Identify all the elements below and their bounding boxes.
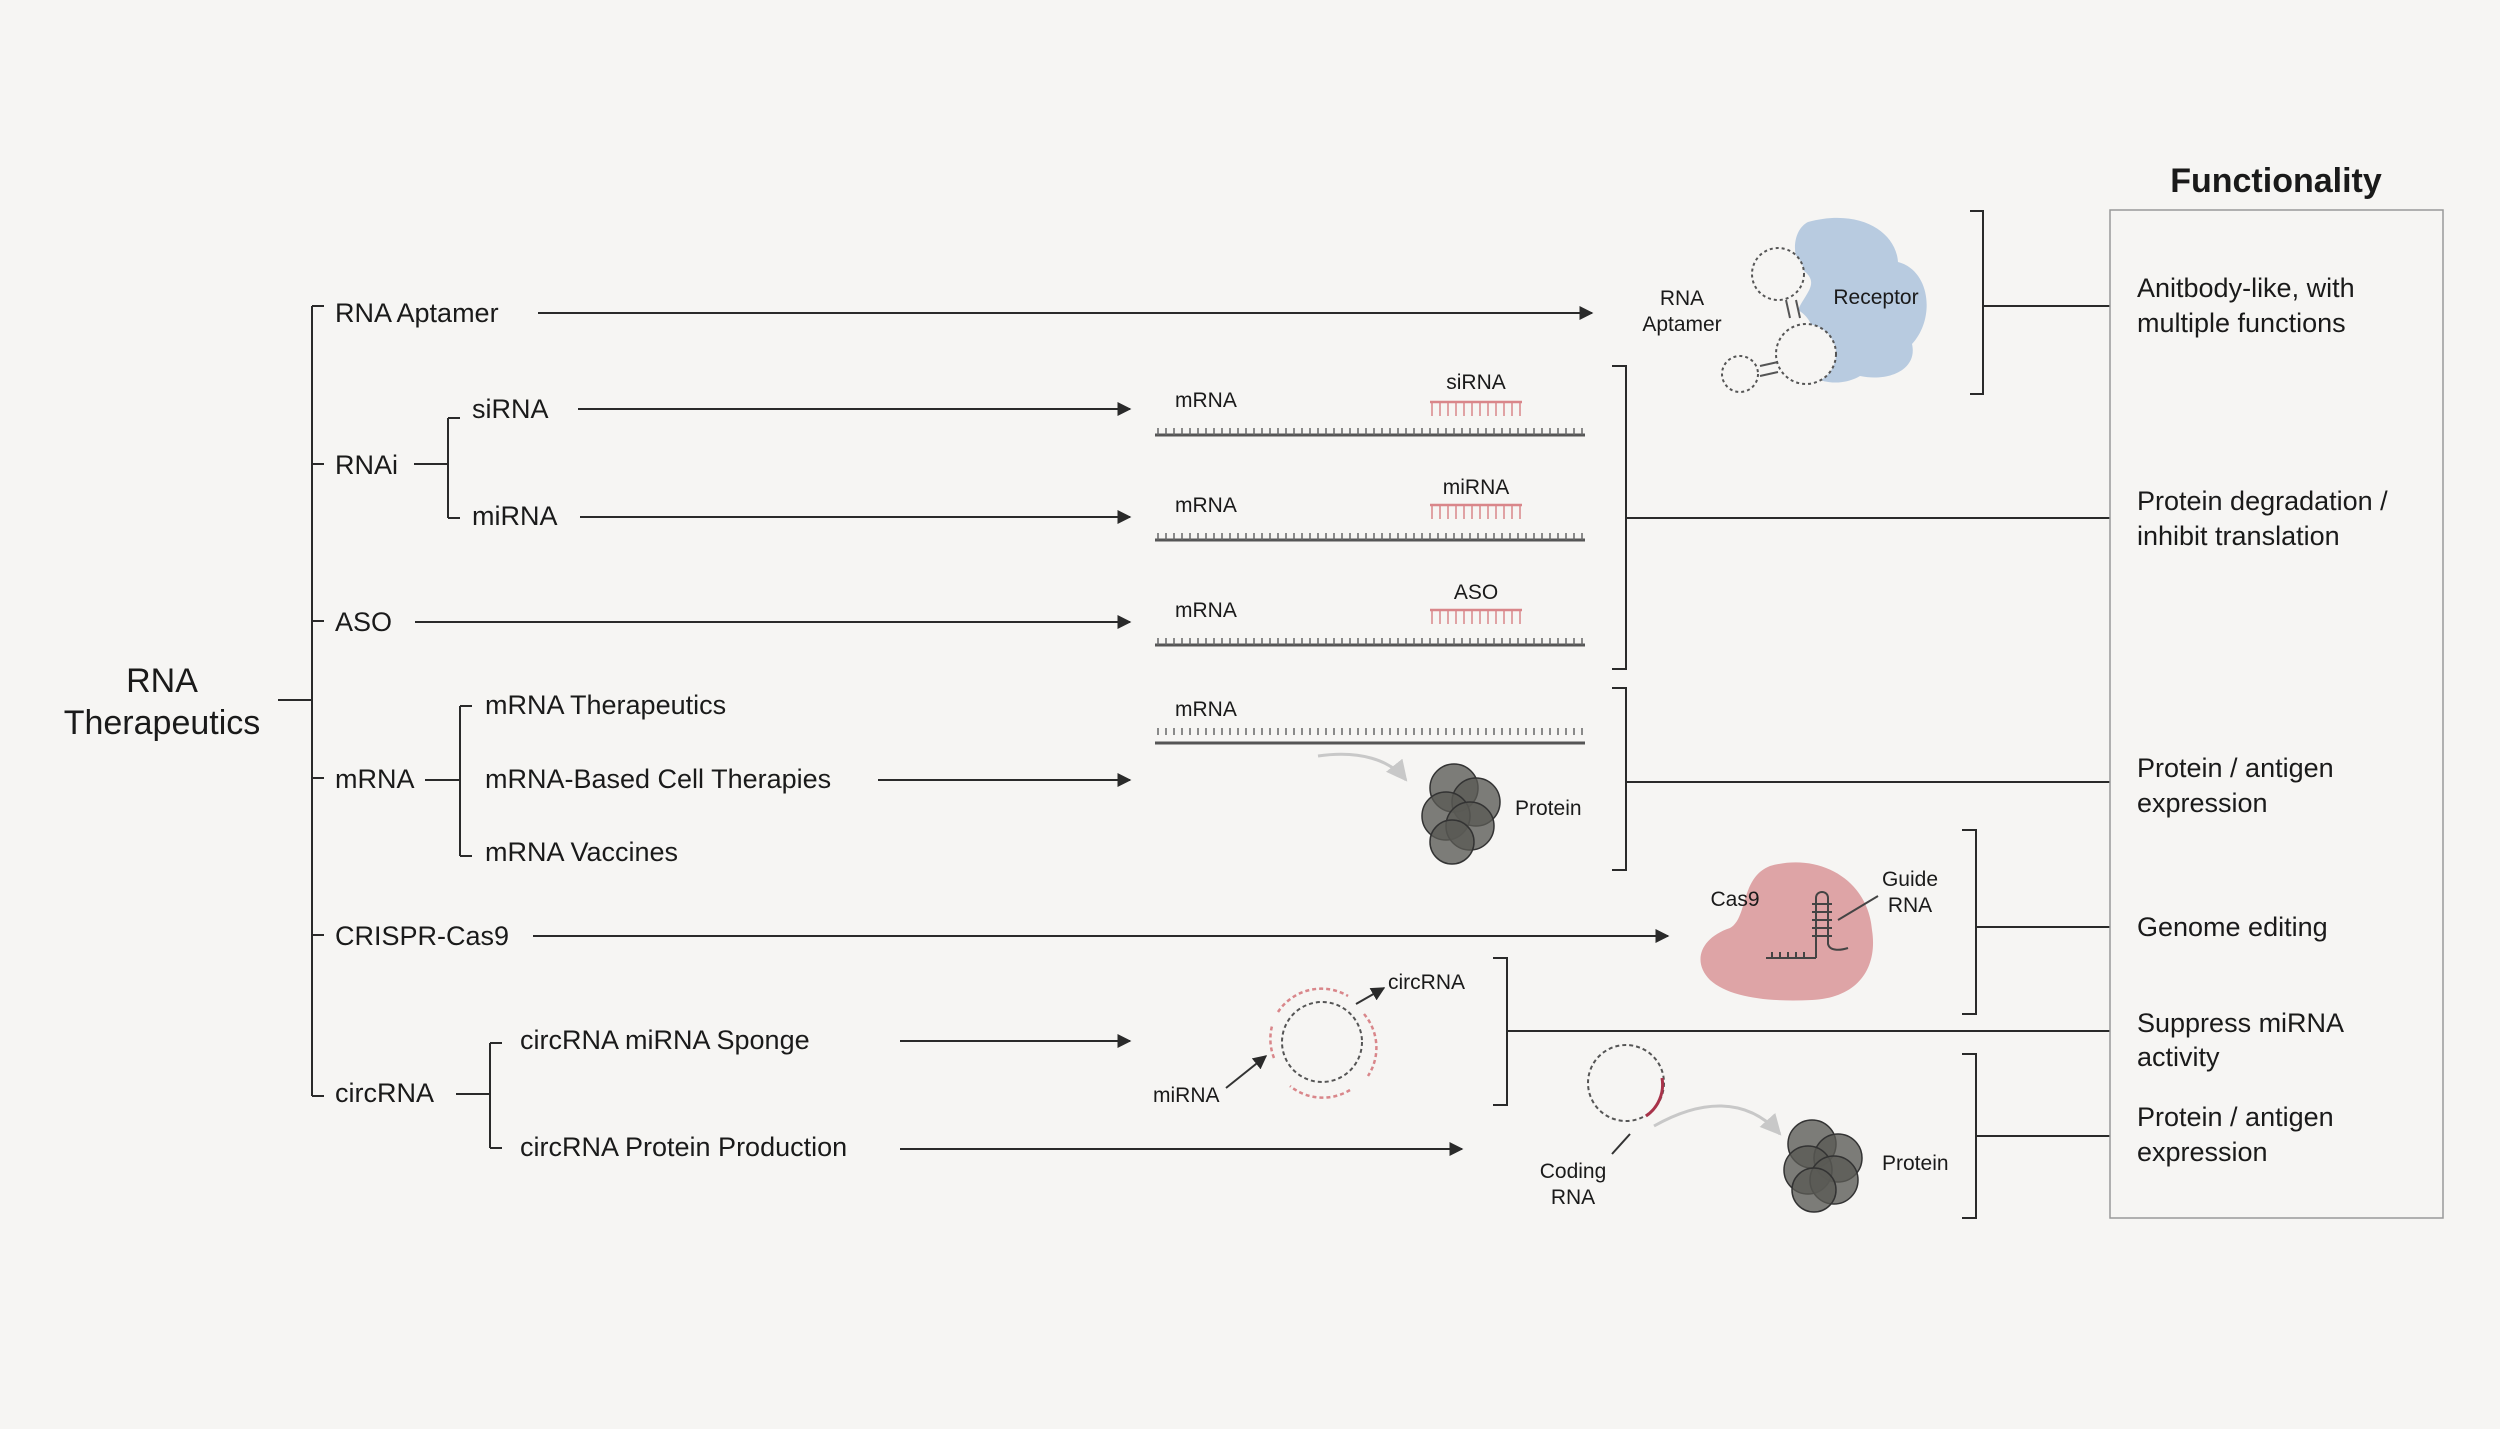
functionality-title: Functionality [2170,162,2382,200]
rnai-sub-bracket [414,417,460,519]
func-item-6-line2: expression [2137,1137,2268,1167]
receptor-label: Receptor [1833,286,1918,309]
func-item-3-line2: expression [2137,788,2268,818]
func-item-3-line1: Protein / antigen [2137,753,2334,783]
category-aso: ASO [335,607,392,637]
mrna-strand-expression [1155,728,1585,745]
protein-label-2: Protein [1882,1152,1949,1175]
subtype-mrna-vaccines: mRNA Vaccines [485,837,678,867]
func-item-6-line1: Protein / antigen [2137,1102,2334,1132]
func-item-1-line2: multiple functions [2137,308,2346,338]
functionality-brackets [1493,210,2110,1219]
sirna-binding-oligo [1430,400,1522,416]
subtype-circrna-protein: circRNA Protein Production [520,1132,847,1162]
pathway-arrows [415,306,1670,1156]
subtype-mirna: miRNA [472,501,558,531]
cas9-shape [1700,862,1874,1001]
func-item-1-line1: Anitbody-like, with [2137,273,2355,303]
guide-rna-label-1: Guide [1882,868,1938,891]
func-item-5-line2: activity [2137,1042,2220,1072]
root-label-line1: RNA [126,662,198,700]
mrna-strand-sirna [1155,428,1585,437]
translation-arrow [1317,752,1408,782]
subtype-mrna-cell-therapies: mRNA-Based Cell Therapies [485,764,831,794]
aso-illus-label: ASO [1454,581,1498,604]
coding-circrna-icon [1587,1044,1782,1155]
mrna-sub-bracket [425,705,472,857]
mrna-label-3: mRNA [1175,599,1237,622]
mrna-strand-aso [1155,638,1585,647]
category-circrna: circRNA [335,1078,434,1108]
protein-label-1: Protein [1515,797,1582,820]
subtype-sirna: siRNA [472,394,549,424]
sirna-illus-label: siRNA [1446,371,1506,394]
root-label-line2: Therapeutics [64,704,261,742]
coding-rna-label-1: Coding [1540,1160,1607,1183]
circrna-sponge-icon [1225,987,1386,1099]
mrna-label-2: mRNA [1175,494,1237,517]
func-item-2-line1: Protein degradation / [2137,486,2388,516]
mrna-label-1: mRNA [1175,389,1237,412]
circrna-sub-bracket [456,1042,502,1149]
circrna-illus-label: circRNA [1388,971,1465,994]
guide-rna-label-2: RNA [1888,894,1932,917]
mrna-strand-mirna [1155,533,1585,542]
coding-rna-label-2: RNA [1551,1186,1595,1209]
func-item-5-line1: Suppress miRNA [2137,1008,2344,1038]
cas9-label: Cas9 [1710,888,1759,911]
protein-cluster-icon [1421,763,1501,865]
subtype-mrna-therapeutics: mRNA Therapeutics [485,690,726,720]
functionality-box [2109,209,2444,1219]
aptamer-illus-label-2: Aptamer [1642,313,1721,336]
mrna-label-4: mRNA [1175,698,1237,721]
func-item-4-line1: Genome editing [2137,912,2328,942]
mirna-binding-oligo [1430,503,1522,519]
subtype-circrna-sponge: circRNA miRNA Sponge [520,1025,810,1055]
mirna-illus-label: miRNA [1443,476,1510,499]
aptamer-receptor-illustration [1721,217,1927,393]
protein-cluster-icon-2 [1783,1119,1863,1213]
aso-binding-oligo [1430,608,1522,624]
category-mrna: mRNA [335,764,415,794]
main-tree-bracket [278,305,324,1097]
category-crispr-cas9: CRISPR-Cas9 [335,921,509,951]
mirna-sponge-label: miRNA [1153,1084,1220,1107]
aptamer-illus-label-1: RNA [1660,287,1704,310]
category-rnai: RNAi [335,450,398,480]
func-item-2-line2: inhibit translation [2137,521,2340,551]
guide-rna-icon [1766,891,1879,959]
category-rna-aptamer: RNA Aptamer [335,298,499,328]
